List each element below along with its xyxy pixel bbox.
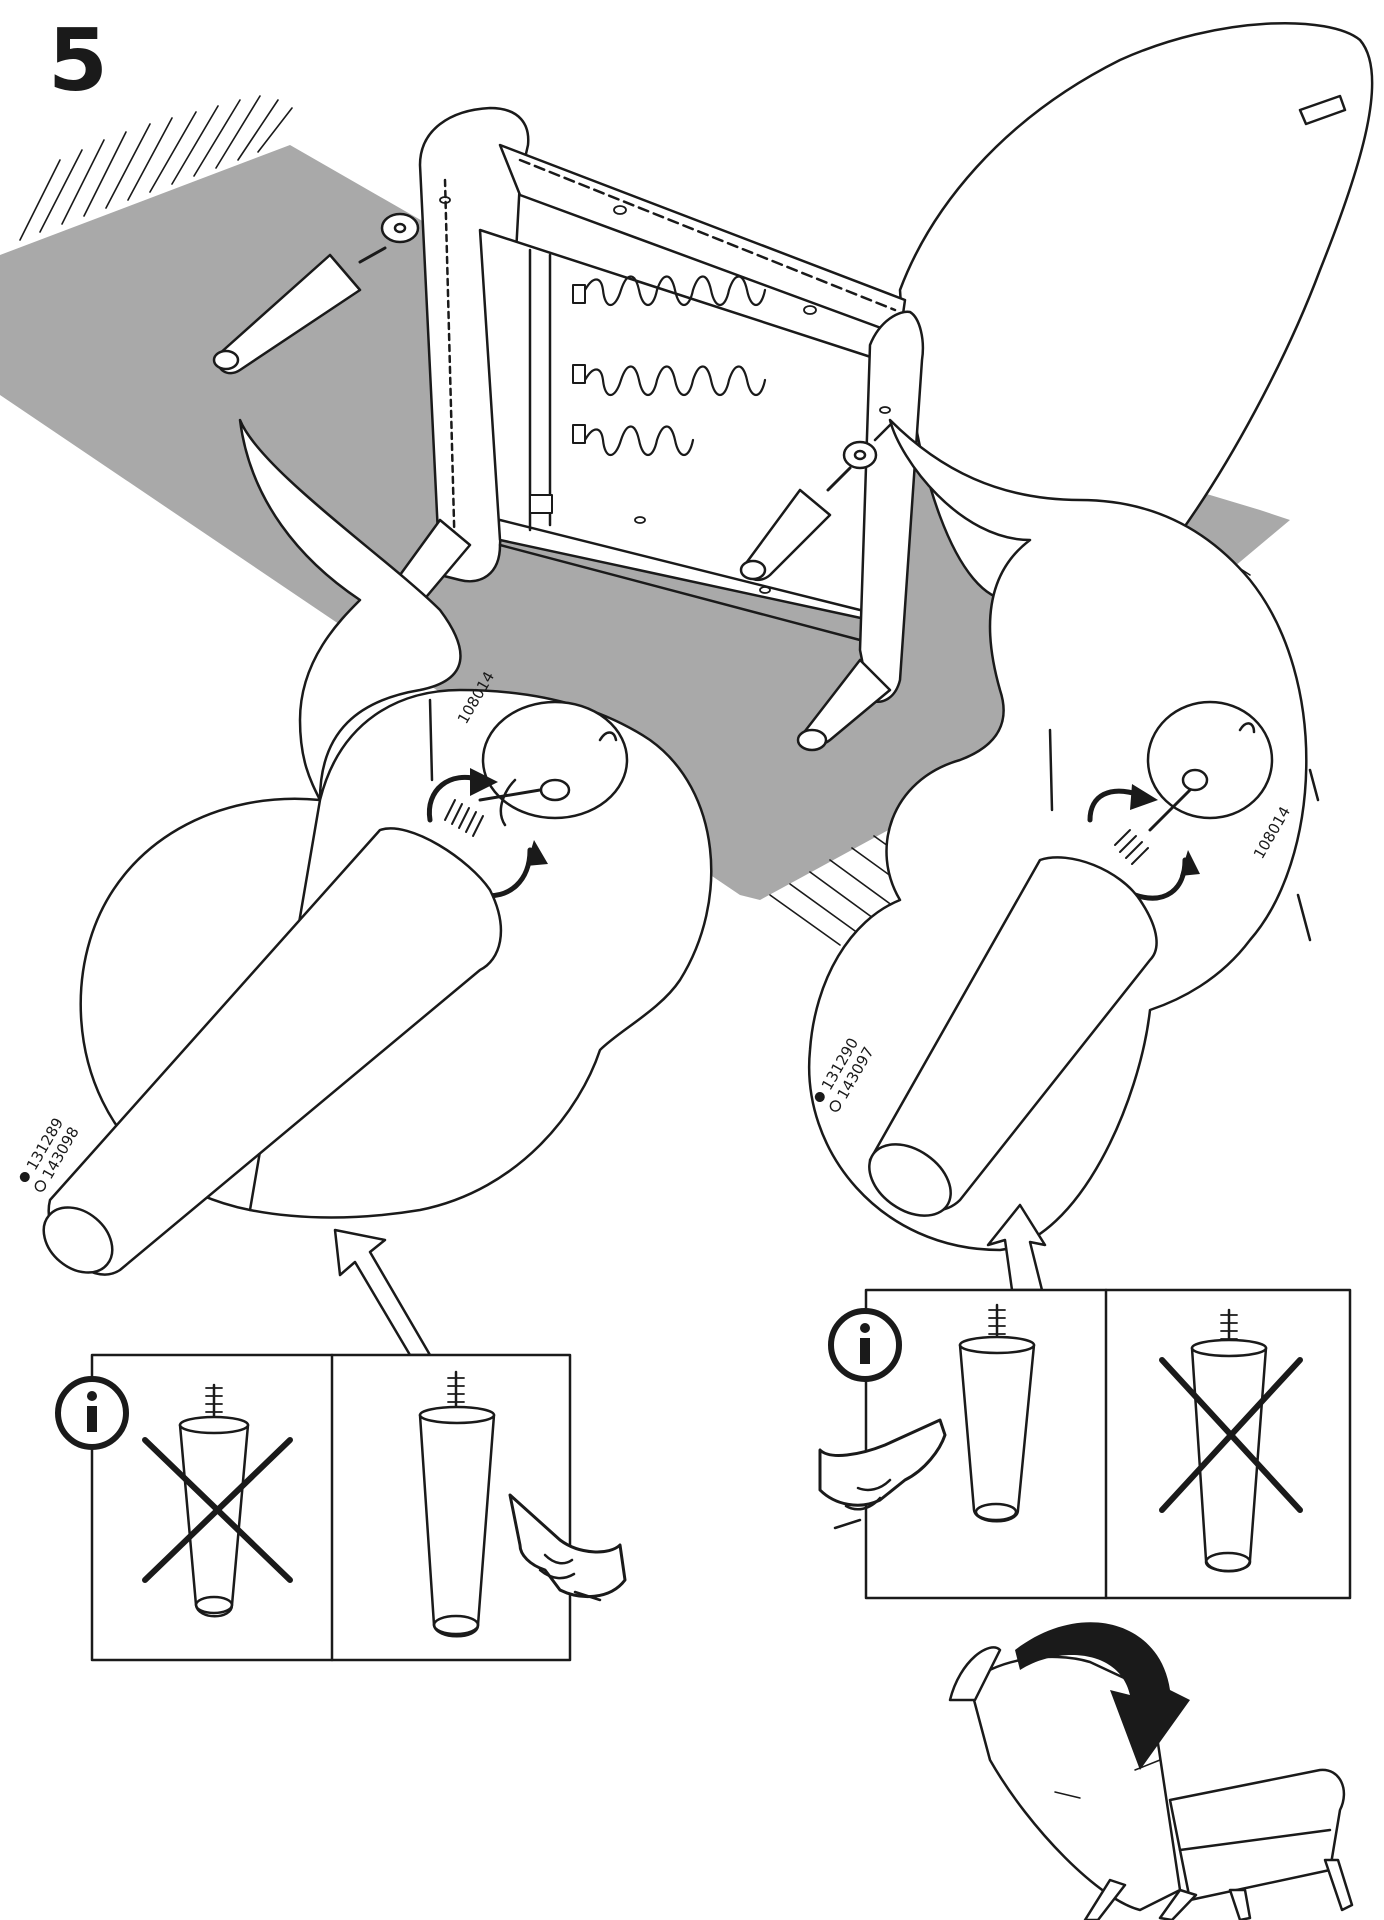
arrow-icon bbox=[333, 1228, 432, 1357]
left-info-box bbox=[55, 1353, 627, 1662]
chair-orientation-reference bbox=[948, 1622, 1354, 1920]
step-number: 5 bbox=[48, 11, 108, 111]
pointing-hand-icon bbox=[508, 1493, 627, 1602]
right-info-box bbox=[818, 1288, 1352, 1600]
hollow-dot-marker bbox=[34, 1180, 47, 1192]
correct-orientation-leg bbox=[958, 1303, 1036, 1523]
filled-dot-marker bbox=[814, 1092, 825, 1102]
info-icon bbox=[828, 1308, 902, 1382]
armchair-upside-down bbox=[212, 21, 1374, 752]
cross-mark-icon bbox=[1159, 1357, 1303, 1513]
filled-dot-marker bbox=[19, 1172, 30, 1182]
left-detail-callout: 131289 143098 108014 bbox=[19, 418, 713, 1276]
wrong-orientation-leg bbox=[178, 1383, 250, 1618]
pointing-hand-icon bbox=[818, 1418, 947, 1530]
right-detail-callout: 131290 143097 108014 bbox=[807, 418, 1320, 1252]
correct-orientation-leg bbox=[418, 1370, 496, 1638]
hollow-dot-marker bbox=[829, 1100, 842, 1112]
info-icon bbox=[55, 1376, 129, 1450]
cross-mark-icon bbox=[142, 1437, 293, 1583]
wrong-orientation-leg bbox=[1190, 1308, 1268, 1573]
arrow-icon bbox=[986, 1203, 1047, 1292]
fold-arrow-icon bbox=[1015, 1622, 1190, 1770]
